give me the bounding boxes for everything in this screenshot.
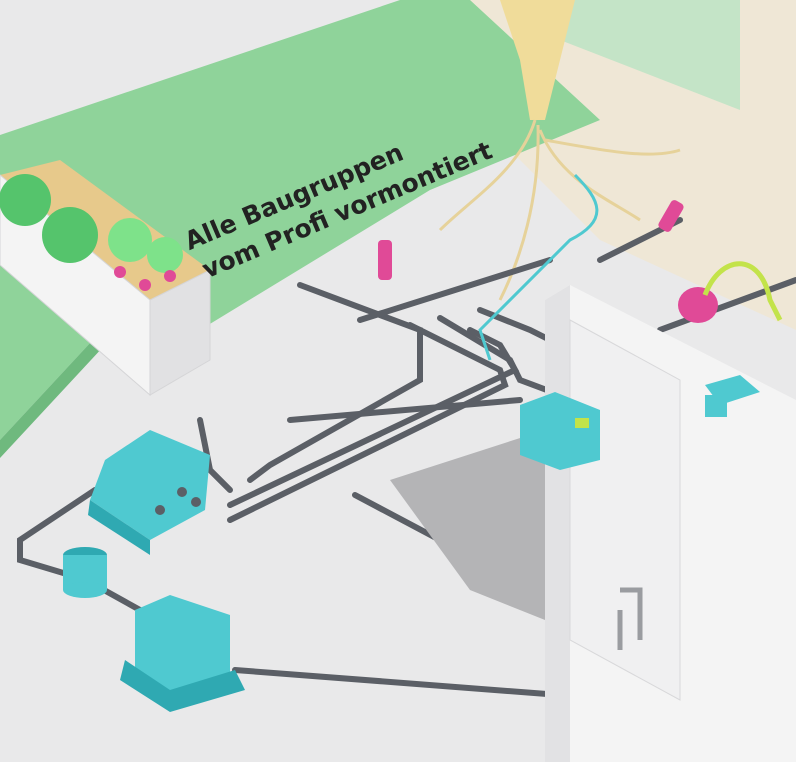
raised-bed xyxy=(0,160,211,397)
greenhouse-wall xyxy=(520,0,740,110)
pump-box xyxy=(120,595,245,712)
magenta-filters xyxy=(378,200,718,323)
wall-controller xyxy=(520,375,760,470)
lawn xyxy=(0,0,600,440)
drip-hose xyxy=(478,173,599,361)
house-wall xyxy=(545,285,796,762)
garden-hose xyxy=(702,261,783,322)
faucet xyxy=(617,587,643,650)
drain-cylinder xyxy=(63,547,107,598)
valve-box-main xyxy=(88,430,210,555)
cellar-shaft xyxy=(390,430,545,620)
